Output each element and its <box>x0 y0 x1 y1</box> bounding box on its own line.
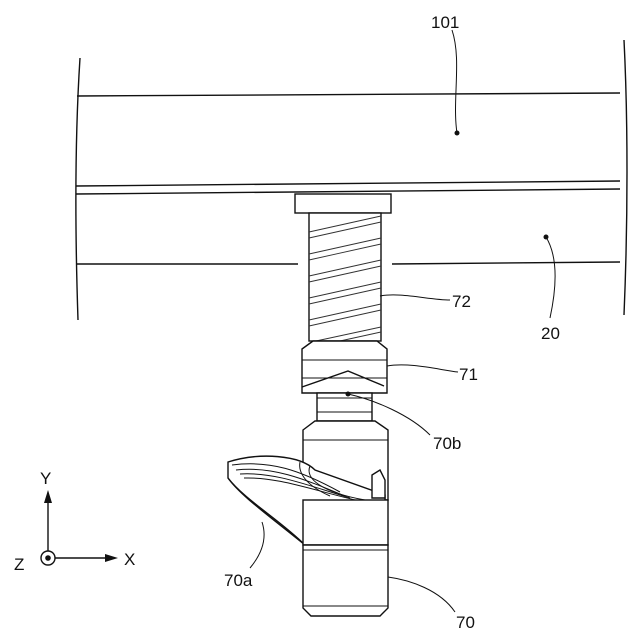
holder-collar <box>303 500 388 545</box>
label-71: 71 <box>459 365 478 384</box>
holder-70-lower <box>303 500 388 616</box>
shaft-70b <box>317 392 372 422</box>
screw-head <box>295 194 391 213</box>
label-70b: 70b <box>433 434 461 453</box>
axis-label-z: Z <box>14 555 24 574</box>
nut-71 <box>302 341 387 393</box>
leader-101 <box>452 30 457 133</box>
axis-label-x: X <box>124 550 135 569</box>
right-break-line <box>624 40 627 315</box>
holder-lower-body <box>303 545 388 616</box>
label-101: 101 <box>431 13 459 32</box>
x-axis-arrowhead <box>105 554 118 562</box>
leader-71 <box>387 365 458 372</box>
shaft-body <box>317 393 372 421</box>
screw-72 <box>309 213 381 341</box>
plate-20-bottom-edge-right <box>392 262 620 264</box>
screw-body <box>309 213 381 341</box>
coordinate-axes: Y X Z <box>14 469 135 574</box>
axis-label-y: Y <box>40 469 51 488</box>
leader-72 <box>380 295 450 300</box>
reference-labels: 101 20 72 71 70b 70a 70 <box>224 13 560 632</box>
plate-101-bottom-edge <box>76 181 620 186</box>
leader-20 <box>546 237 555 318</box>
label-72: 72 <box>452 292 471 311</box>
left-break-line <box>76 58 80 320</box>
z-axis-dot <box>45 555 51 561</box>
plate-20-top-edge <box>76 189 620 194</box>
leader-70 <box>388 577 455 612</box>
label-70: 70 <box>456 613 475 632</box>
label-70a: 70a <box>224 571 253 590</box>
nut-body <box>302 341 387 393</box>
y-axis-arrowhead <box>44 490 52 503</box>
plate-101-top-edge <box>77 93 620 96</box>
label-20: 20 <box>541 324 560 343</box>
leader-70a <box>250 522 264 568</box>
